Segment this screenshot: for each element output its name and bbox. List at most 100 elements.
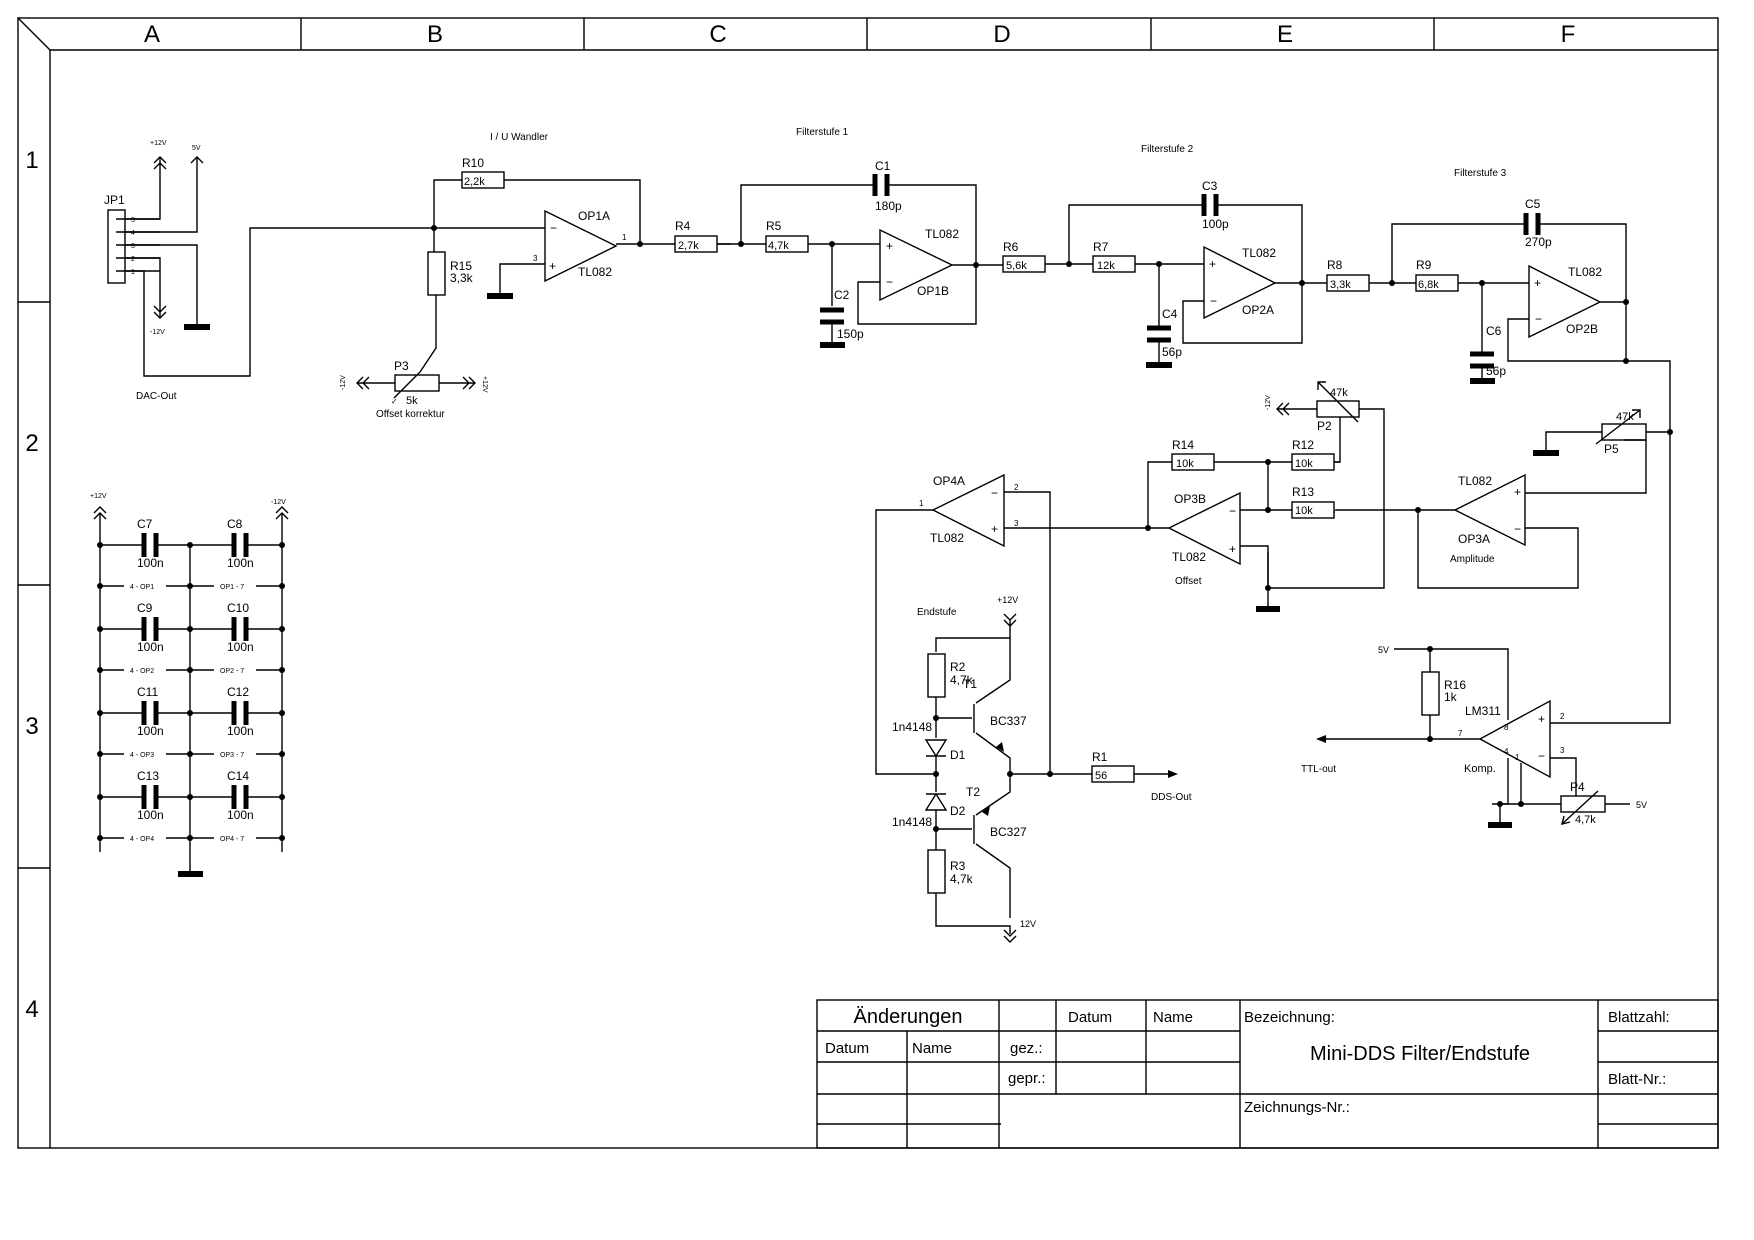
decoupling-pin-left: 4 - OP1 — [130, 584, 154, 591]
blattzahl-label: Blattzahl: — [1608, 1009, 1670, 1026]
drawing-title: Mini-DDS Filter/Endstufe — [1310, 1043, 1530, 1065]
r14-value: 10k — [1176, 458, 1194, 470]
op4a-type: TL082 — [930, 531, 964, 545]
lm311-pin4: 4 — [1504, 747, 1509, 756]
c2-value: 150p — [837, 327, 864, 341]
junction — [97, 667, 103, 673]
junction — [187, 583, 193, 589]
op4a-pin1: 1 — [919, 499, 924, 508]
decoupling-cap-left-value: 100n — [137, 724, 164, 738]
opamp-op2b: + − TL082 OP2B — [1528, 264, 1602, 339]
junction — [97, 710, 103, 716]
r2-name: R2 — [950, 660, 966, 674]
c1-name: C1 — [875, 159, 891, 173]
junction — [1623, 299, 1629, 305]
op1a-type: TL082 — [578, 265, 612, 279]
opamp-op1a: − + OP1A TL082 1 3 — [533, 209, 627, 283]
op2a-minus: − — [1210, 294, 1217, 308]
r1-value: 56 — [1095, 770, 1107, 782]
diode-d1: D1 1n4148 — [892, 720, 966, 762]
jp1-pin-5: 5 — [131, 217, 135, 224]
bezeichnung-label: Bezeichnung: — [1244, 1009, 1335, 1026]
junction — [1518, 801, 1524, 807]
resistor-r15: R15 3,3k — [427, 251, 474, 296]
r16-name: R16 — [1444, 678, 1466, 692]
jp1-pin-2: 2 — [131, 256, 135, 263]
p3-value: 5k — [406, 395, 418, 407]
opamp-op3b: − + OP3B TL082 — [1167, 491, 1241, 566]
resistor-r13: R13 10k — [1291, 485, 1335, 519]
junction — [933, 771, 939, 777]
opamp-op3a: + − TL082 OP3A — [1453, 473, 1526, 547]
jp1-pin-3: 3 — [131, 243, 135, 250]
r4-name: R4 — [675, 219, 691, 233]
t1-name: T1 — [963, 677, 977, 691]
offset-label: Offset — [1175, 576, 1202, 587]
op1b-minus: − — [886, 275, 893, 289]
col-label-d: D — [993, 21, 1010, 48]
decoupling-pin-right: OP2 - 7 — [220, 668, 244, 675]
junction — [1265, 507, 1271, 513]
amplitude-label: Amplitude — [1450, 554, 1495, 565]
op3b-plus: + — [1229, 542, 1236, 556]
p2-minus12: -12V — [1265, 395, 1272, 410]
resistor-r3: R3 4,7k — [927, 849, 974, 894]
capacitor-c6: C6 56p — [1470, 324, 1506, 378]
decoupling-minus12: -12V — [271, 499, 286, 506]
r1-name: R1 — [1092, 750, 1108, 764]
endstufe-label: Endstufe — [917, 607, 957, 618]
c5-value: 270p — [1525, 235, 1552, 249]
col-label-c: C — [709, 21, 726, 48]
lm311-pin2: 2 — [1560, 712, 1565, 721]
lm311-minus: − — [1538, 749, 1545, 763]
row-label-1: 1 — [25, 147, 38, 174]
offset-korrektur-label: Offset korrektur — [376, 409, 445, 420]
op4a-plus: + — [991, 522, 998, 536]
p4-5v: 5V — [1636, 800, 1647, 810]
t1-type: BC337 — [990, 714, 1027, 728]
potentiometer-p4: P4 4,7k — [1560, 780, 1606, 826]
datum-label: Datum — [1068, 1009, 1112, 1026]
t2-type: BC327 — [990, 825, 1027, 839]
capacitor-c1: C1 180p — [872, 159, 902, 213]
d2-name: D2 — [950, 804, 966, 818]
comparator-lm311: + − LM311 Komp. 2 3 7 8 4 1 — [1458, 699, 1565, 779]
resistor-r10: R10 2,2k — [461, 156, 505, 189]
junction — [279, 794, 285, 800]
changes-header: Änderungen — [854, 1006, 963, 1028]
r8-value: 3,3k — [1330, 279, 1351, 291]
gepr-label: gepr.: — [1008, 1070, 1046, 1087]
junction — [187, 710, 193, 716]
changes-col-name: Name — [912, 1040, 952, 1057]
op4a-pin2: 2 — [1014, 483, 1019, 492]
r15-name: R15 — [450, 259, 472, 273]
connector-jp1: JP1 5 4 3 2 1 +12V 5V -12V — [104, 140, 434, 377]
op4a-name: OP4A — [933, 474, 965, 488]
col-label-e: E — [1277, 21, 1293, 48]
decoupling-cap-right-value: 100n — [227, 724, 254, 738]
junction — [97, 583, 103, 589]
junction — [187, 626, 193, 632]
resistor-r6: R6 5,6k — [1002, 240, 1046, 273]
r12-name: R12 — [1292, 438, 1314, 452]
decoupling-cap-left-value: 100n — [137, 556, 164, 570]
junction — [1299, 280, 1305, 286]
r3-name: R3 — [950, 859, 966, 873]
decoupling-cap-left-value: 100n — [137, 640, 164, 654]
decoupling-pin-right: OP1 - 7 — [220, 584, 244, 591]
op3b-type: TL082 — [1172, 550, 1206, 564]
junction — [1145, 525, 1151, 531]
resistor-r5: R5 4,7k — [765, 219, 809, 253]
resistor-r8: R8 3,3k — [1326, 258, 1370, 292]
resistor-r7: R7 12k — [1092, 240, 1136, 273]
c3-name: C3 — [1202, 179, 1218, 193]
jp1-pin-1: 1 — [131, 269, 135, 276]
junction — [279, 542, 285, 548]
lm311-pin1: 1 — [1515, 753, 1520, 762]
sheet-frame: A B C D E F 1 2 3 4 — [17, 17, 1719, 1149]
p3-minus12: -12V — [340, 375, 347, 390]
r13-value: 10k — [1295, 505, 1313, 517]
op4a-minus: − — [991, 486, 998, 500]
op1a-pin3: 3 — [533, 254, 538, 263]
decoupling-cap-right-value: 100n — [227, 808, 254, 822]
